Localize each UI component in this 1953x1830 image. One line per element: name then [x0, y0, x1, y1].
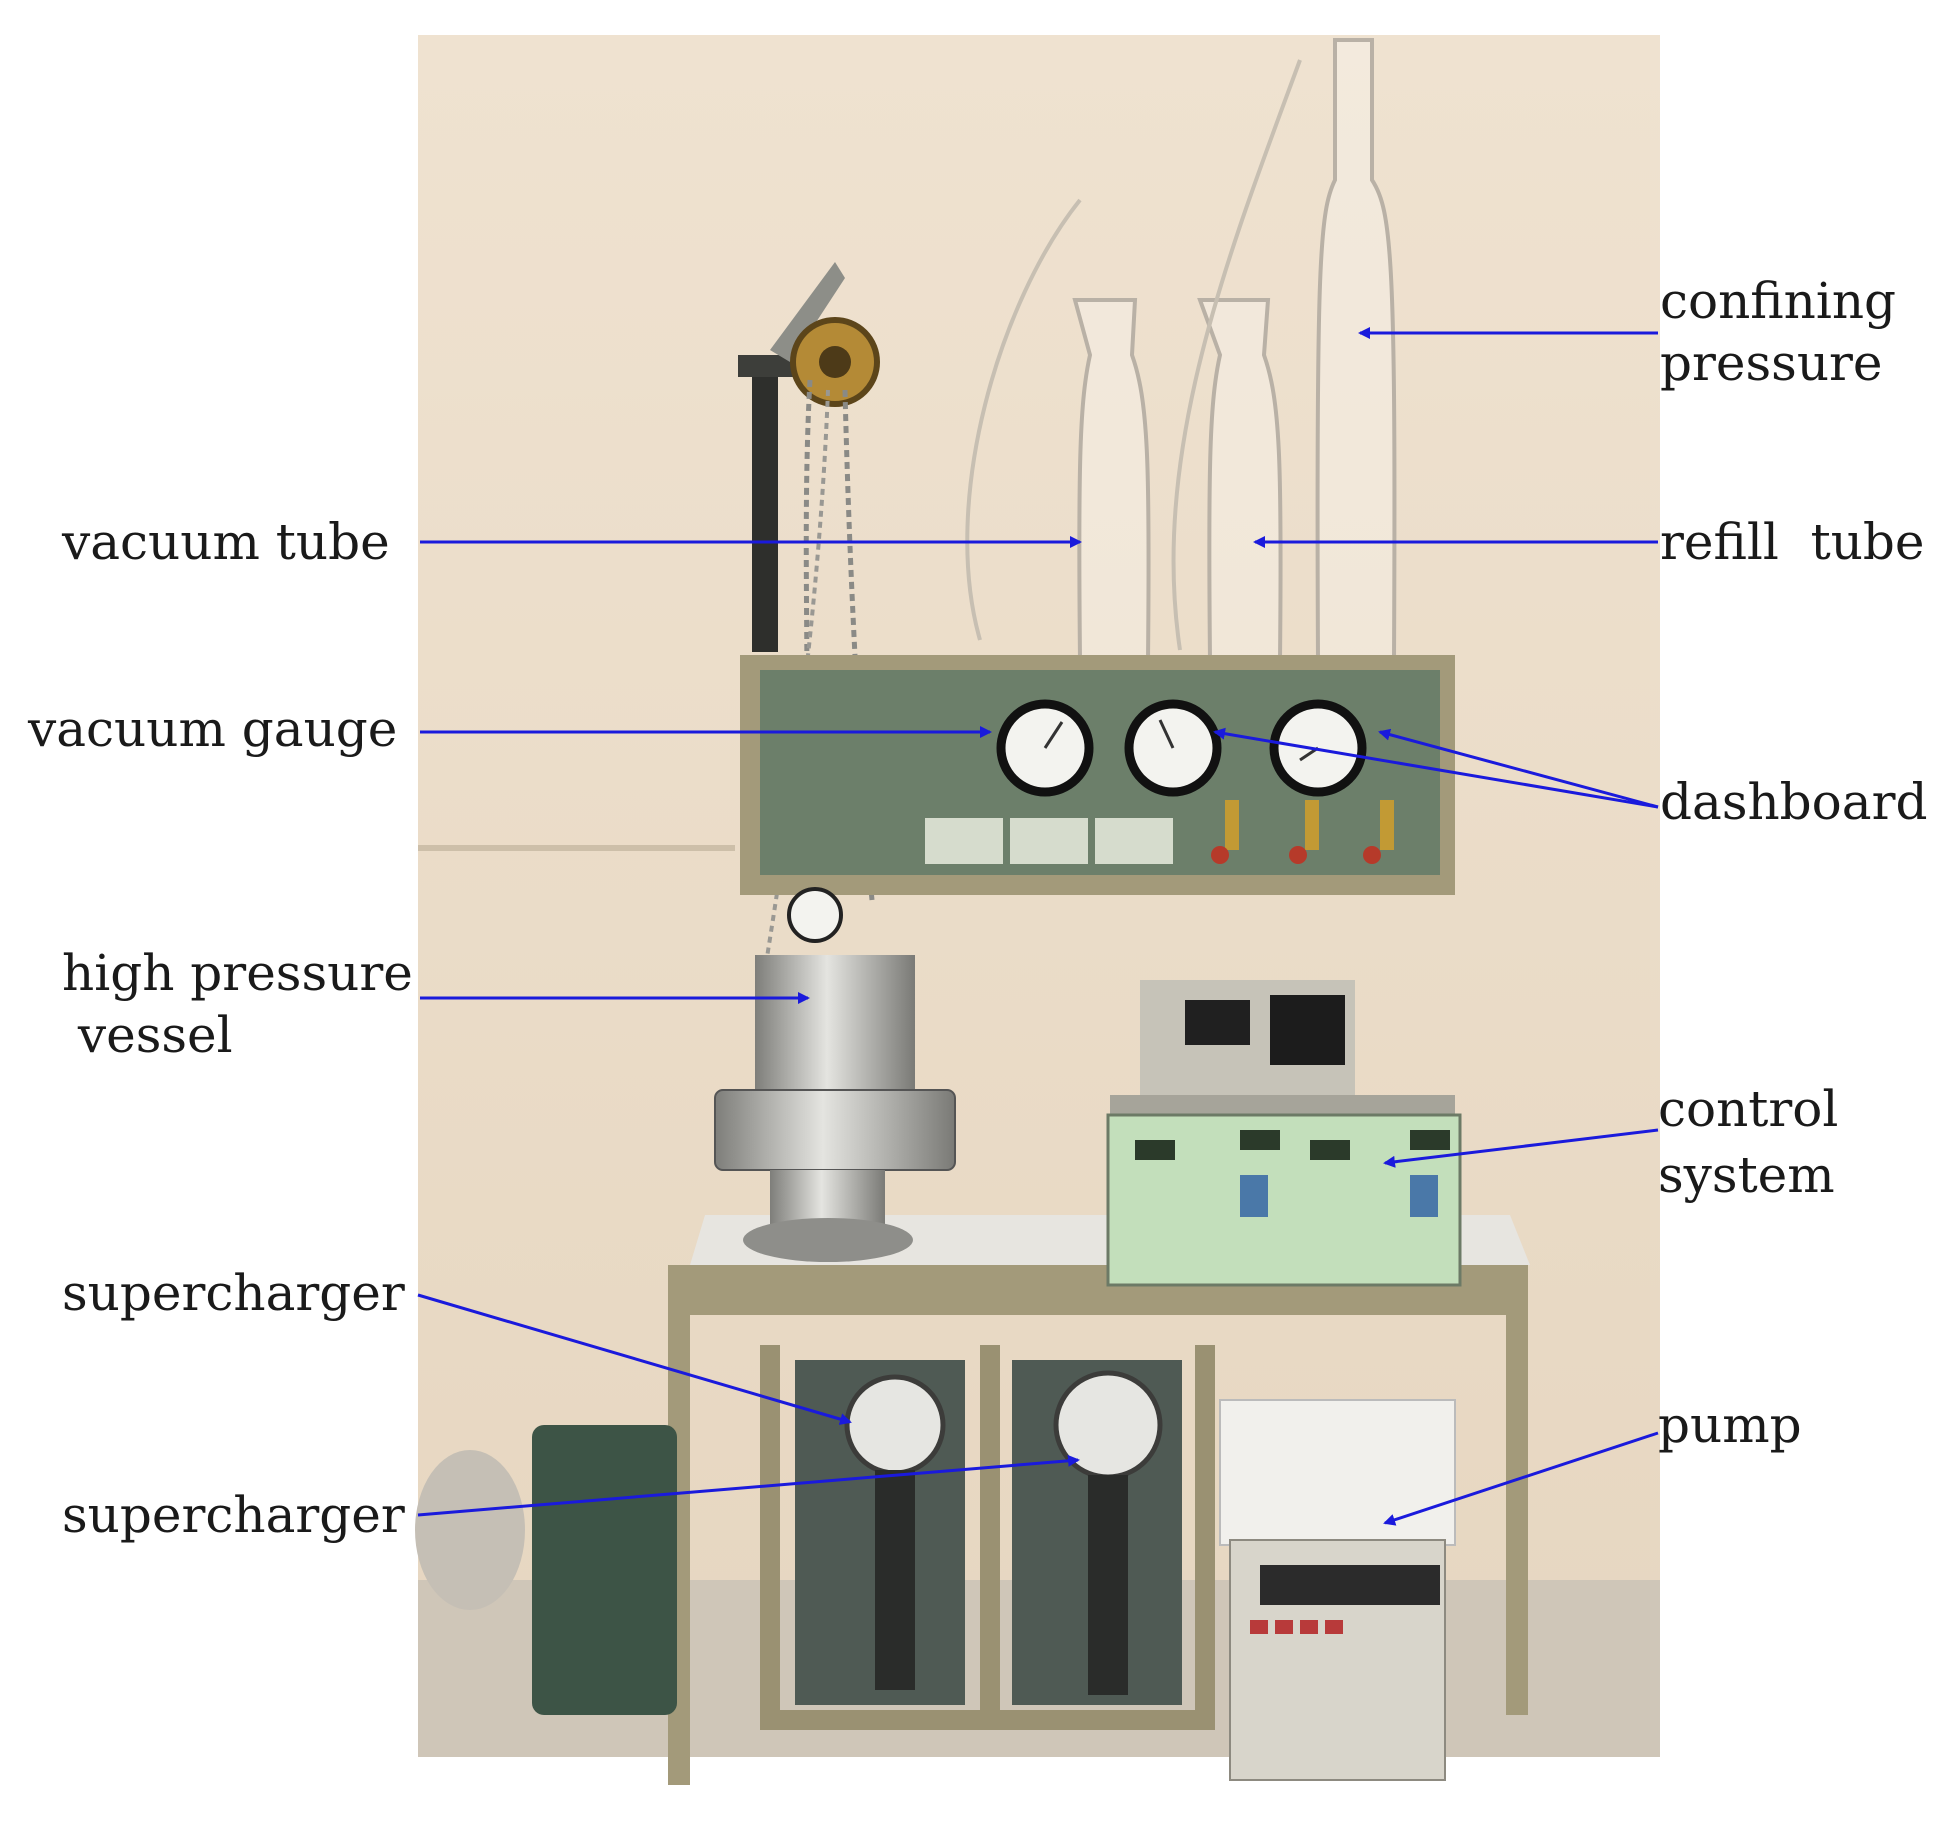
valve-switches: [925, 818, 1173, 864]
annotation-arrows: [417, 327, 1659, 1526]
vessel-gauge: [787, 887, 843, 943]
control-meters: [1240, 1175, 1438, 1217]
label-supercharger-2: supercharger: [62, 1486, 405, 1544]
arrow-supercharger-2: [417, 1454, 1080, 1517]
lab-photograph: [415, 35, 1660, 1785]
chain-hoist: [738, 262, 880, 1001]
label-high-pressure-vessel-line2: vessel: [62, 1006, 233, 1064]
panel-valves: [1211, 800, 1394, 864]
label-confining-pressure-line2: pressure: [1660, 334, 1883, 392]
gauge-panel: [740, 655, 1455, 895]
label-refill-tube: refill tube: [1660, 513, 1925, 571]
arrow-control-system: [1383, 1128, 1659, 1168]
vacuum-gauge-dial: [996, 699, 1094, 797]
supercharger-units: [795, 1360, 1182, 1705]
arrow-supercharger-1: [417, 1293, 852, 1425]
control-unit: [1106, 980, 1462, 1287]
label-supercharger-1: supercharger: [62, 1264, 405, 1322]
label-dashboard: dashboard: [1660, 773, 1928, 831]
control-displays: [1135, 1130, 1450, 1160]
label-vacuum-tube: vacuum tube: [61, 513, 390, 571]
pressure-vessel: [714, 887, 956, 1262]
annotation-labels: confining pressure vacuum tube refill tu…: [27, 272, 1928, 1544]
pressure-gauge-dial-2: [1124, 699, 1222, 797]
label-confining-pressure-line1: confining: [1660, 272, 1896, 330]
arrow-dashboard-1: [1213, 727, 1659, 809]
label-control-system-line1: control: [1658, 1080, 1838, 1138]
glass-tubes: [965, 38, 1397, 662]
arrow-pump: [1383, 1431, 1659, 1526]
label-high-pressure-vessel-line1: high pressure: [62, 944, 413, 1002]
label-pump: pump: [1658, 1396, 1802, 1454]
arrow-dashboard-2: [1378, 728, 1659, 809]
label-control-system-line2: system: [1658, 1146, 1835, 1204]
label-vacuum-gauge: vacuum gauge: [27, 700, 397, 758]
pump-unit: [1219, 1399, 1456, 1781]
pump-keypad: [1250, 1620, 1343, 1634]
